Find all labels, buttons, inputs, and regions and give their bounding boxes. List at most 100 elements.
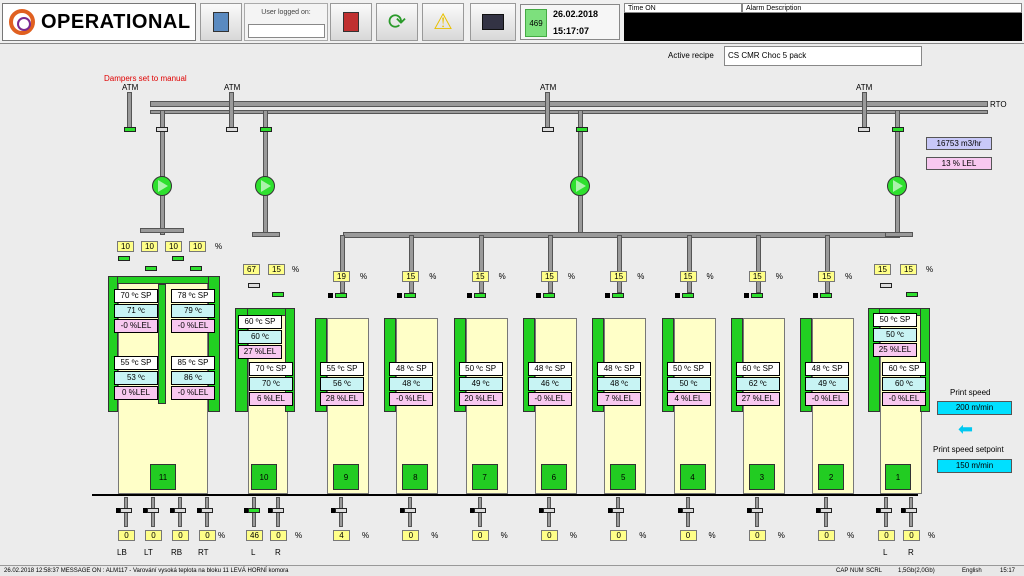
damper-valve[interactable] [858, 127, 870, 132]
temp-setpoint[interactable]: 48 ºc SP [389, 362, 434, 376]
damper-position[interactable]: 67 [243, 264, 260, 275]
zone-number[interactable]: 7 [471, 464, 498, 490]
damper-position[interactable]: 15 [874, 264, 891, 275]
temp-setpoint[interactable]: 70 ºc SP [249, 362, 293, 376]
damper-valve[interactable] [145, 266, 157, 271]
damper-position[interactable]: 10 [189, 241, 206, 252]
zone-number[interactable]: 5 [610, 464, 637, 490]
damper-valve[interactable] [880, 508, 892, 513]
logout-button[interactable] [330, 3, 372, 41]
alarms-button[interactable]: ⚠ [422, 3, 464, 41]
fan-icon[interactable] [570, 176, 590, 196]
damper-position[interactable]: 0 [270, 530, 287, 541]
speed-setpoint-field[interactable]: 150 m/min [937, 459, 1012, 473]
damper-position[interactable]: 0 [145, 530, 162, 541]
damper-position[interactable]: 0 [402, 530, 420, 541]
login-button[interactable] [200, 3, 242, 41]
active-recipe-field[interactable]: CS CMR Choc 5 pack [724, 46, 922, 66]
damper-position[interactable]: 10 [117, 241, 134, 252]
damper-valve[interactable] [612, 293, 625, 298]
temp-setpoint[interactable]: 85 ºc SP [171, 356, 215, 370]
damper-position[interactable]: 0 [878, 530, 895, 541]
damper-position[interactable]: 15 [818, 271, 836, 282]
damper-position[interactable]: 15 [402, 271, 420, 282]
zone-number[interactable]: 2 [818, 464, 845, 490]
damper-valve[interactable] [147, 508, 159, 513]
damper-position[interactable]: 15 [679, 271, 697, 282]
damper-position[interactable]: 4 [333, 530, 350, 541]
damper-position[interactable]: 15 [540, 271, 558, 282]
damper-valve[interactable] [906, 292, 918, 297]
damper-position[interactable]: 10 [141, 241, 158, 252]
damper-valve[interactable] [226, 127, 238, 132]
damper-valve[interactable] [576, 127, 588, 132]
fan-icon[interactable] [887, 176, 907, 196]
zone-number[interactable]: 6 [540, 464, 567, 490]
damper-position[interactable]: 0 [471, 530, 489, 541]
temp-setpoint[interactable]: 48 ºc SP [597, 362, 642, 376]
damper-valve[interactable] [156, 127, 168, 132]
damper-valve[interactable] [612, 508, 625, 513]
damper-position[interactable]: 0 [199, 530, 216, 541]
temp-setpoint[interactable]: 78 ºc SP [171, 289, 215, 303]
zone-number-11[interactable]: 11 [150, 464, 176, 490]
damper-valve[interactable] [260, 127, 272, 132]
temp-setpoint[interactable]: 60 ºc SP [735, 362, 780, 376]
damper-position[interactable]: 0 [903, 530, 920, 541]
damper-valve[interactable] [201, 508, 213, 513]
zone-number[interactable]: 9 [333, 464, 359, 490]
zone-number-10[interactable]: 10 [251, 464, 277, 490]
damper-valve[interactable] [120, 508, 132, 513]
damper-valve[interactable] [892, 127, 904, 132]
damper-valve[interactable] [880, 283, 892, 288]
damper-position[interactable]: 19 [333, 271, 350, 282]
damper-position[interactable]: 15 [748, 271, 766, 282]
damper-position[interactable]: 0 [540, 530, 558, 541]
temp-setpoint[interactable]: 48 ºc SP [805, 362, 850, 376]
damper-valve[interactable] [750, 293, 763, 298]
fan-icon[interactable] [152, 176, 172, 196]
zone-number[interactable]: 8 [402, 464, 429, 490]
damper-valve[interactable] [404, 508, 417, 513]
damper-position[interactable]: 0 [818, 530, 836, 541]
damper-valve[interactable] [118, 256, 130, 261]
damper-valve[interactable] [542, 293, 555, 298]
damper-valve[interactable] [172, 256, 184, 261]
fan-icon[interactable] [255, 176, 275, 196]
damper-valve[interactable] [473, 293, 486, 298]
zone-number-1[interactable]: 1 [885, 464, 911, 490]
refresh-button[interactable]: ⟳ [376, 3, 418, 41]
damper-valve[interactable] [335, 293, 347, 298]
damper-position[interactable]: 15 [610, 271, 628, 282]
damper-valve[interactable] [272, 292, 284, 297]
damper-valve[interactable] [681, 293, 694, 298]
damper-valve[interactable] [750, 508, 763, 513]
alarm-list[interactable]: Time ON Alarm Description [624, 3, 1022, 41]
damper-position[interactable]: 0 [172, 530, 189, 541]
damper-valve[interactable] [124, 127, 136, 132]
damper-position[interactable]: 0 [610, 530, 628, 541]
temp-setpoint[interactable]: 60 ºc SP [238, 315, 282, 329]
damper-position[interactable]: 0 [118, 530, 135, 541]
damper-valve[interactable] [542, 127, 554, 132]
damper-valve[interactable] [248, 283, 260, 288]
damper-valve[interactable] [248, 508, 260, 513]
damper-position[interactable]: 15 [900, 264, 917, 275]
damper-valve[interactable] [190, 266, 202, 271]
damper-position[interactable]: 0 [679, 530, 697, 541]
trends-button[interactable] [470, 3, 516, 41]
damper-valve[interactable] [681, 508, 694, 513]
damper-valve[interactable] [820, 293, 833, 298]
temp-setpoint[interactable]: 60 ºc SP [882, 362, 926, 376]
damper-valve[interactable] [272, 508, 284, 513]
temp-setpoint[interactable]: 55 ºc SP [320, 362, 364, 376]
damper-valve[interactable] [473, 508, 486, 513]
temp-setpoint[interactable]: 50 ºc SP [873, 313, 917, 327]
temp-setpoint[interactable]: 70 ºc SP [114, 289, 158, 303]
damper-valve[interactable] [335, 508, 347, 513]
damper-valve[interactable] [905, 508, 917, 513]
damper-position[interactable]: 10 [165, 241, 182, 252]
damper-valve[interactable] [404, 293, 417, 298]
damper-valve[interactable] [542, 508, 555, 513]
damper-position[interactable]: 46 [246, 530, 263, 541]
